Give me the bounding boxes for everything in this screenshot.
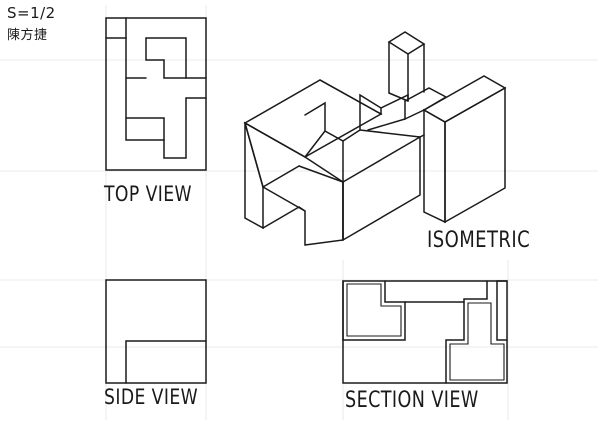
top-view-label: TOP VIEW bbox=[104, 182, 192, 206]
side-view-label: SIDE VIEW bbox=[104, 385, 199, 409]
isometric-label: ISOMETRIC bbox=[427, 228, 531, 253]
section-view-label: SECTION VIEW bbox=[345, 388, 479, 413]
scale-label: S=1/2 bbox=[7, 4, 56, 22]
top-view-drawing bbox=[105, 17, 207, 171]
side-view-drawing bbox=[105, 279, 207, 384]
isometric-drawing bbox=[243, 31, 507, 246]
construction-lines bbox=[0, 5, 598, 420]
section-view-drawing bbox=[342, 280, 508, 384]
author-name: 陳方捷 bbox=[7, 28, 48, 43]
